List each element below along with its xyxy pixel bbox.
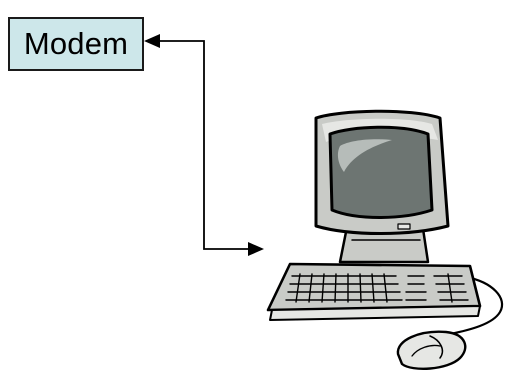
mouse-cable xyxy=(448,275,504,336)
arrowhead-left-icon xyxy=(144,34,160,48)
modem-label: Modem xyxy=(23,26,129,61)
screen-glare xyxy=(337,139,392,172)
keyboard xyxy=(266,262,482,312)
connector-arrow xyxy=(144,34,264,256)
modem-box: Modem xyxy=(8,17,144,71)
mouse xyxy=(396,330,467,370)
arrowhead-right-icon xyxy=(248,242,264,256)
desktop-computer-icon xyxy=(266,109,504,370)
keyboard-keys xyxy=(285,273,469,303)
